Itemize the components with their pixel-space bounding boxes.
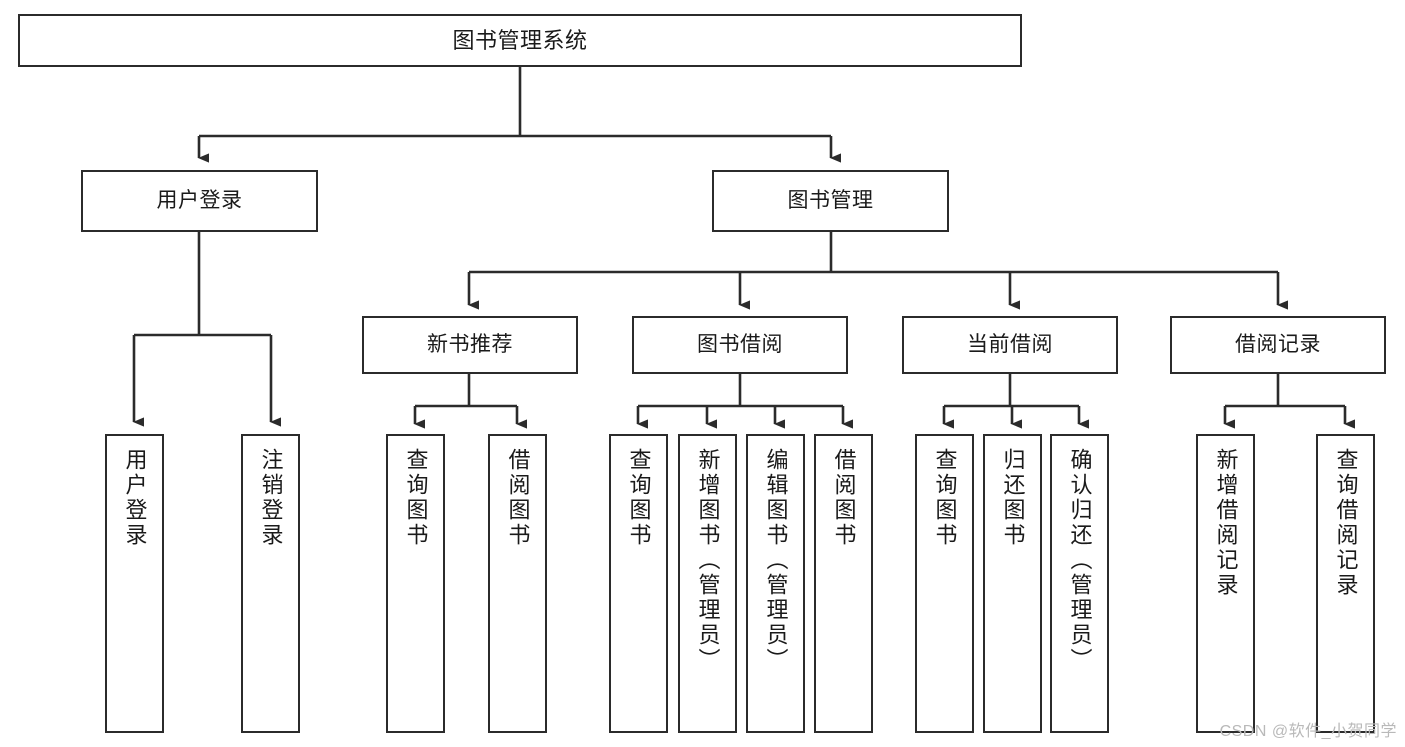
node-label: 查询图书	[626, 448, 652, 548]
leaf-return-book[interactable]: 归还图书	[983, 434, 1042, 733]
leaf-user-login[interactable]: 用户登录	[105, 434, 164, 733]
node-label: 新增图书（管理员）	[695, 448, 721, 673]
leaf-query-book-recommend[interactable]: 查询图书	[386, 434, 445, 733]
node-root-book-management-system[interactable]: 图书管理系统	[18, 14, 1022, 67]
node-label: 注销登录	[258, 448, 284, 548]
node-label: 确认归还（管理员）	[1067, 448, 1093, 673]
node-book-borrow[interactable]: 图书借阅	[632, 316, 848, 374]
node-label: 新书推荐	[427, 332, 513, 356]
leaf-add-borrow-record[interactable]: 新增借阅记录	[1196, 434, 1255, 733]
node-label: 借阅记录	[1235, 332, 1321, 356]
node-book-management[interactable]: 图书管理	[712, 170, 949, 232]
node-borrow-record[interactable]: 借阅记录	[1170, 316, 1386, 374]
node-label: 查询图书	[932, 448, 958, 548]
leaf-query-borrow-record[interactable]: 查询借阅记录	[1316, 434, 1375, 733]
node-label: 当前借阅	[967, 332, 1053, 356]
node-label: 编辑图书（管理员）	[763, 448, 789, 673]
node-label: 借阅图书	[831, 448, 857, 548]
node-current-borrow[interactable]: 当前借阅	[902, 316, 1118, 374]
node-label: 图书借阅	[697, 332, 783, 356]
node-label: 归还图书	[1000, 448, 1026, 548]
leaf-borrow-book[interactable]: 借阅图书	[814, 434, 873, 733]
leaf-add-book[interactable]: 新增图书（管理员）	[678, 434, 737, 733]
leaf-borrow-book-recommend[interactable]: 借阅图书	[488, 434, 547, 733]
node-new-book-recommend[interactable]: 新书推荐	[362, 316, 578, 374]
node-label: 用户登录	[122, 448, 148, 548]
leaf-query-book-current[interactable]: 查询图书	[915, 434, 974, 733]
leaf-confirm-return[interactable]: 确认归还（管理员）	[1050, 434, 1109, 733]
leaf-edit-book[interactable]: 编辑图书（管理员）	[746, 434, 805, 733]
leaf-query-book-borrow[interactable]: 查询图书	[609, 434, 668, 733]
node-label: 查询图书	[403, 448, 429, 548]
node-label: 查询借阅记录	[1333, 448, 1359, 598]
node-label: 用户登录	[156, 188, 243, 212]
watermark-text: CSDN @软件_小贺同学	[1219, 723, 1397, 740]
node-label: 新增借阅记录	[1213, 448, 1239, 598]
node-label: 图书管理	[787, 188, 874, 212]
leaf-logout[interactable]: 注销登录	[241, 434, 300, 733]
node-user-login[interactable]: 用户登录	[81, 170, 318, 232]
node-label: 图书管理系统	[452, 27, 588, 53]
node-label: 借阅图书	[505, 448, 531, 548]
